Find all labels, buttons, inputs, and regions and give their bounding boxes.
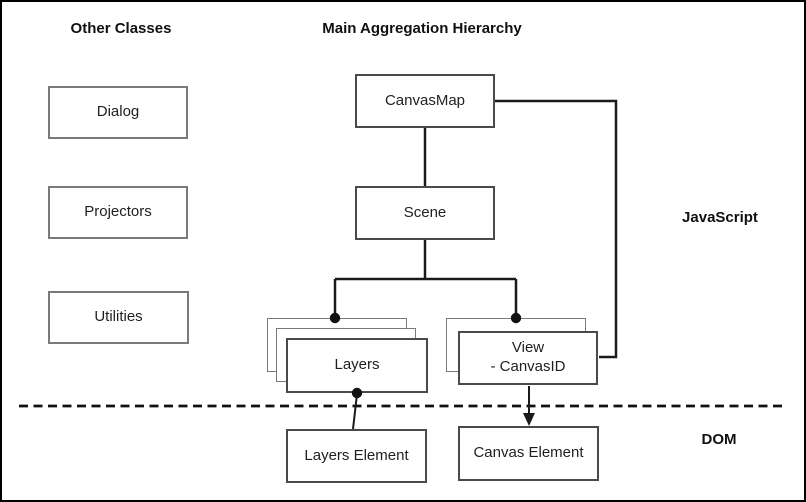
scene-class-label: Scene [403,203,447,221]
layers-class-label: Layers [334,356,380,374]
projectors-class-label: Projectors [84,203,152,221]
scene-children-connector [333,240,518,317]
utilities-class-label: Utilities [94,308,143,326]
dialog-class-box: Dialog [48,86,188,139]
other-classes-heading: Other Classes [70,20,172,37]
canvas-element-box: Canvas Element [458,426,599,481]
view-class-label: View [511,339,545,357]
canvas-element-label: Canvas Element [473,444,584,462]
projectors-class-box: Projectors [48,186,188,239]
view-canvasid-attribute-label: - CanvasID [490,358,566,375]
javascript-region-label: JavaScript [682,209,758,226]
main-hierarchy-heading: Main Aggregation Hierarchy [322,20,522,37]
layers-layerselement-connector [352,393,358,430]
canvasmap-class-box: CanvasMap [355,74,495,128]
dom-region-label: DOM [701,431,737,448]
view-class-box: View - CanvasID [458,331,598,385]
layers-element-label: Layers Element [304,446,409,464]
layers-element-box: Layers Element [286,429,427,483]
dialog-class-label: Dialog [96,103,140,121]
canvasmap-class-label: CanvasMap [384,91,466,109]
scene-class-box: Scene [355,186,495,240]
layers-class-box: Layers [286,338,428,393]
down-arrowhead-icon [523,413,535,426]
utilities-class-box: Utilities [48,291,189,344]
